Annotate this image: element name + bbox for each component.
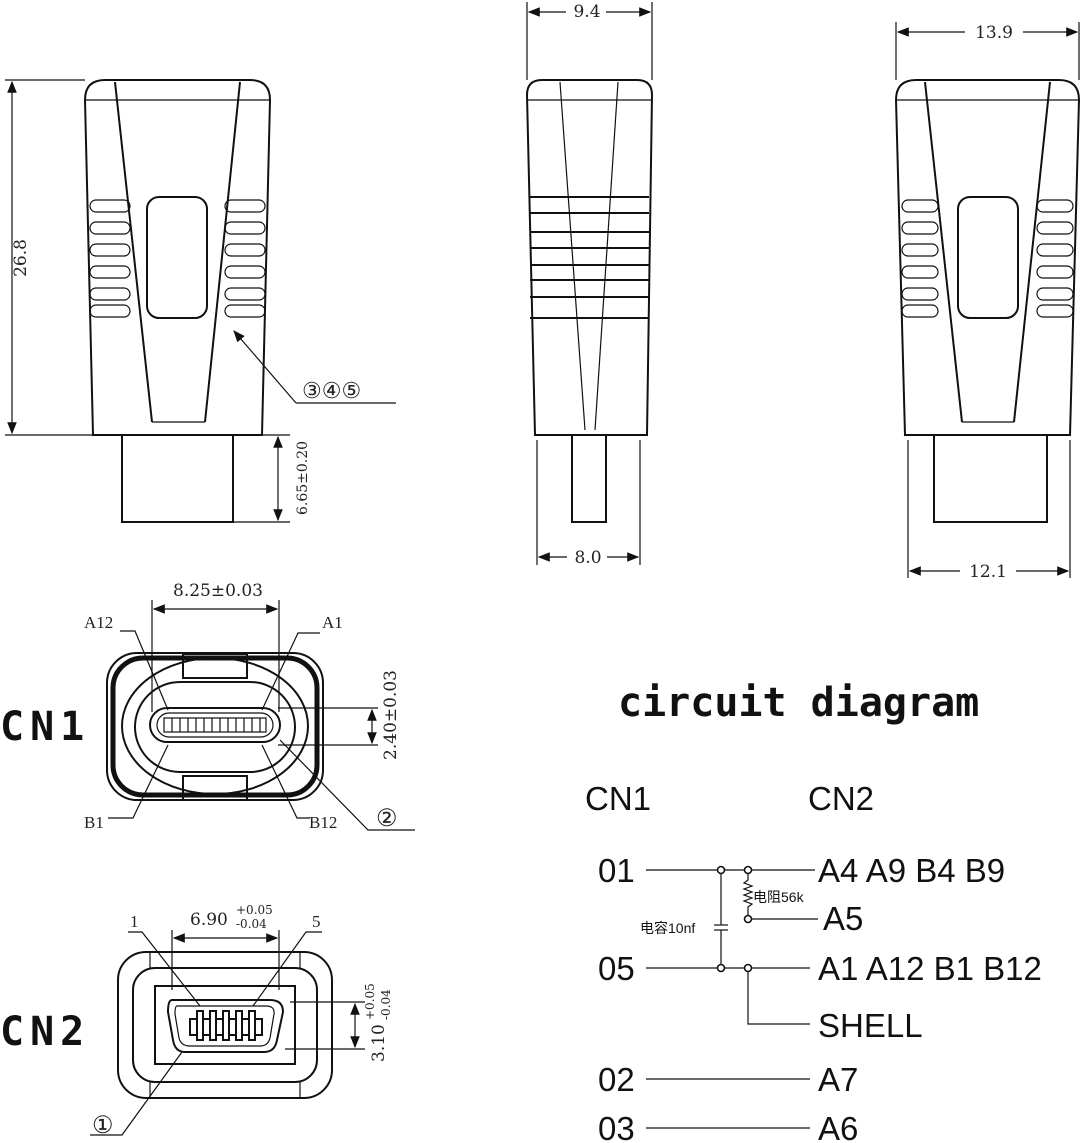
length-dimension: 26.8 [11,239,31,277]
cn1-pin-05: 05 [598,950,635,987]
cn2-pin-1: 1 [130,912,139,931]
cn1-pin-01: 01 [598,852,635,889]
cn2-callout: ① [92,1113,114,1139]
cn2-height-tol-plus: +0.05 [363,983,377,1020]
resistor-label: 电阻56k [753,889,805,905]
cn1-pin-a1: A1 [322,613,343,632]
side-width-top-dimension: 9.4 [573,2,600,22]
cn2-label: CN2 [0,1009,90,1055]
cn1-width-dimension: 8.25±0.03 [173,581,263,601]
cn1-face-view: CN1 8.25±0.03 2.40±0.03 A12 A1 B1 B12 [0,581,415,832]
circuit-col-cn1: CN1 [585,780,651,817]
side-view: 9.4 8.0 [525,0,654,568]
cn1-pin-b12: B12 [309,813,337,832]
cn2-pin-5: 5 [312,912,321,931]
cn1-pin-a12: A12 [84,613,113,632]
width-top-dimension: 13.9 [975,23,1013,43]
circuit-diagram: circuit diagram CN1 CN2 电阻56k 电容10nf 01 … [585,680,1042,1143]
cn2-width-dimension: 6.90 [190,910,228,930]
side-width-plug-dimension: 8.0 [574,548,601,568]
plug-length-dimension: 6.65±0.20 [295,441,311,515]
cn2-pin-a6: A6 [818,1110,858,1143]
back-view: 13.9 12.1 [894,21,1081,582]
front-view: 26.8 6.65±0.20 ③④⑤ [5,79,396,523]
circuit-title: circuit diagram [618,680,979,726]
cn1-label: CN1 [0,704,90,750]
cn2-pin-a7: A7 [818,1061,858,1098]
capacitor-label: 电容10nf [640,920,695,936]
circuit-col-cn2: CN2 [808,780,874,817]
cn2-pins-vbus: A4 A9 B4 B9 [818,852,1005,889]
cn2-width-tol-plus: +0.05 [236,903,273,917]
cn1-callout: ② [376,806,398,832]
cn2-pins-gnd: A1 A12 B1 B12 [818,950,1042,987]
cn1-pin-b1: B1 [84,813,104,832]
part-callout-345: ③④⑤ [302,378,361,403]
width-plug-dimension: 12.1 [969,562,1007,582]
cn2-height-tol-minus: -0.04 [379,989,393,1020]
cn1-height-dimension: 2.40±0.03 [381,670,401,760]
cn2-face-view: CN2 6.90 +0.05 -0.04 3.10 +0.05 -0.04 1 … [0,903,393,1139]
cn2-pin-a5: A5 [823,900,863,937]
cn1-pin-03: 03 [598,1110,635,1143]
cn1-pin-02: 02 [598,1061,635,1098]
cn2-width-tol-minus: -0.04 [236,917,267,931]
cn2-height-dimension: 3.10 [369,1024,389,1062]
cn2-shell: SHELL [818,1007,923,1044]
